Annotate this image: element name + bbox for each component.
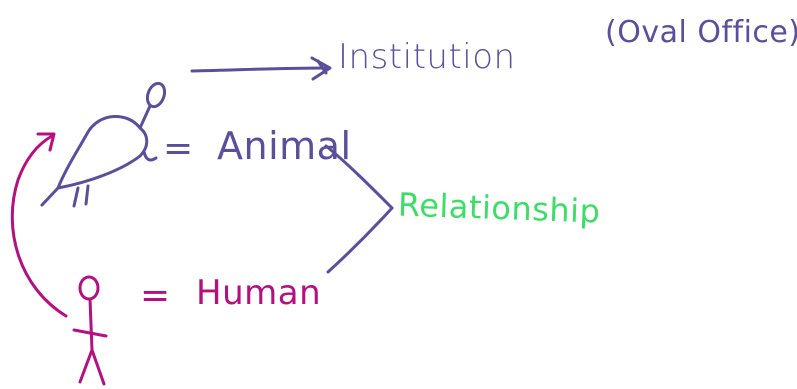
- arrow-human-to-animal: [10, 132, 68, 318]
- institution-label: Institution: [338, 37, 516, 77]
- human-label: Human: [196, 273, 322, 313]
- relationship-bracket: [324, 144, 394, 274]
- animal-equals-sign: =: [163, 128, 194, 169]
- animal-label: Animal: [217, 124, 352, 168]
- relationship-label: Relationship: [397, 185, 602, 231]
- oval-office-label: (Oval Office): [605, 15, 797, 50]
- bird-drawing-icon: [40, 81, 167, 208]
- stick-figure-icon: [72, 275, 108, 386]
- human-equals-sign: =: [140, 275, 171, 316]
- arrow-to-institution: [190, 56, 332, 81]
